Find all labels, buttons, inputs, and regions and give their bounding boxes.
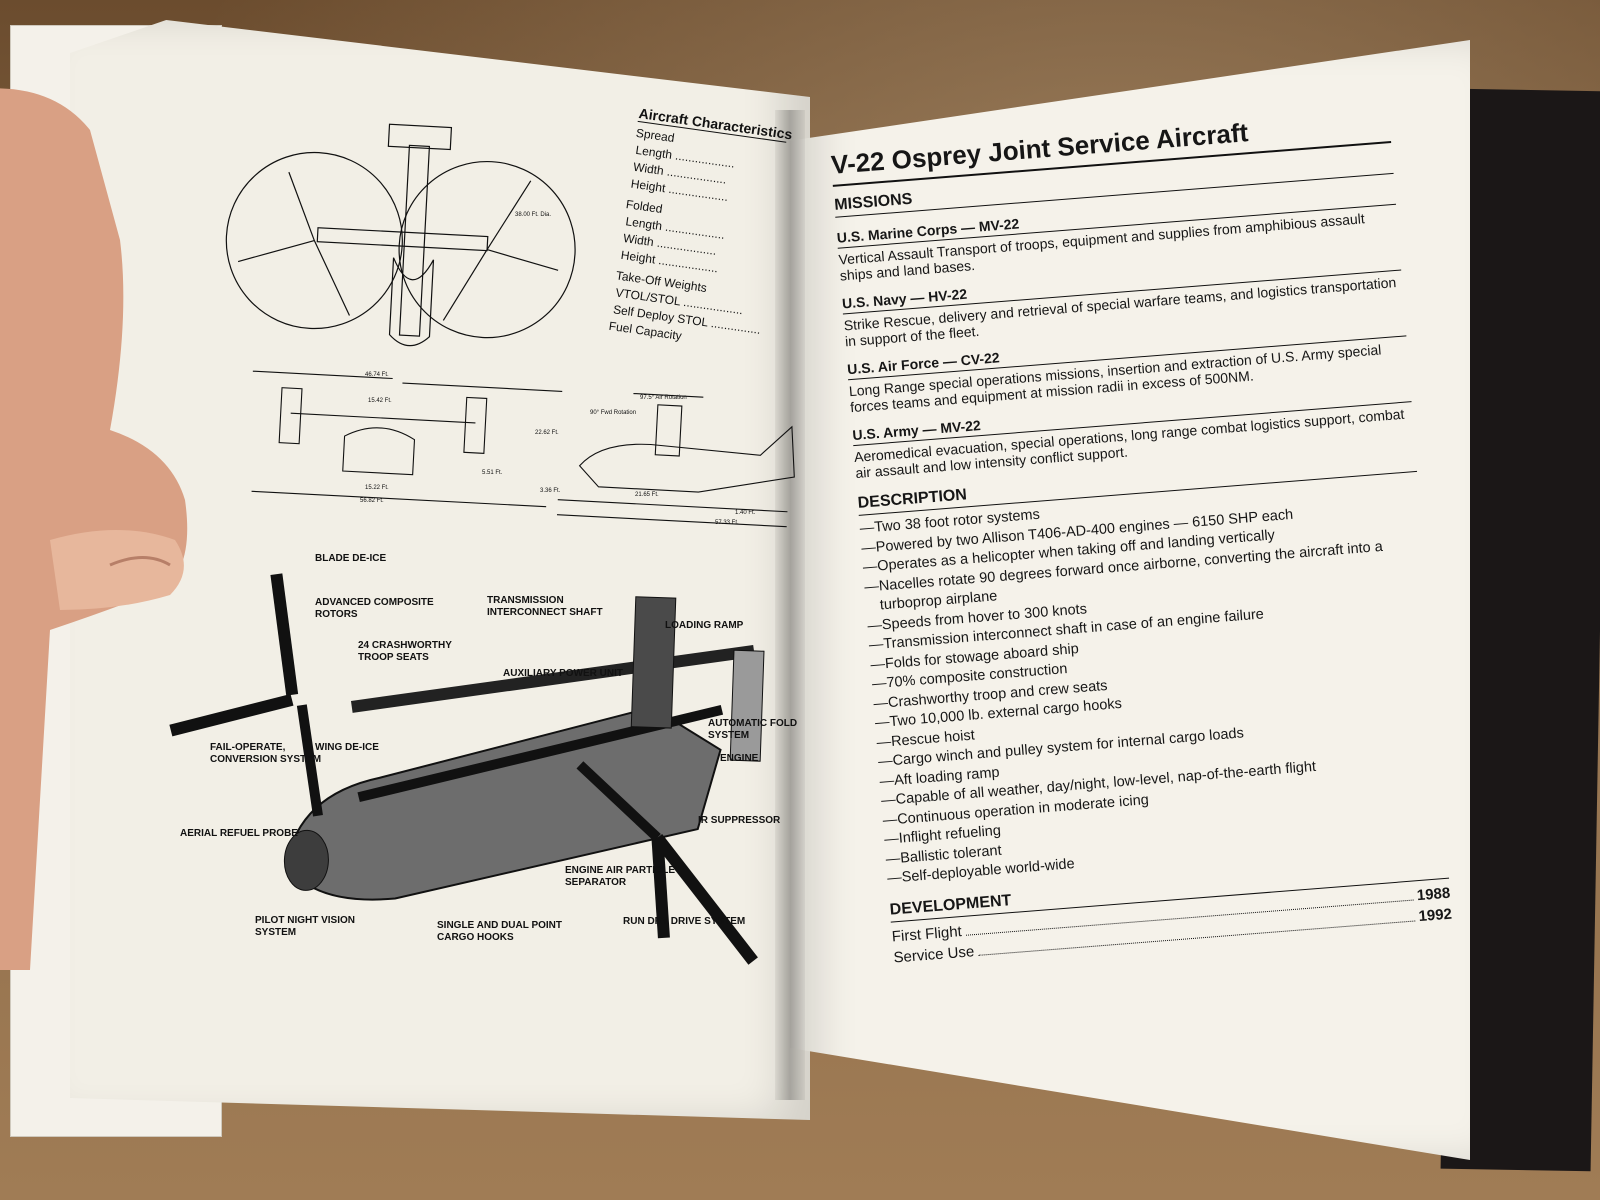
dimension-label: 15.22 Ft. — [365, 485, 389, 491]
callout-label: ENGINE AIR PARTICLE SEPARATOR — [565, 865, 676, 888]
callout-label: SINGLE AND DUAL POINT CARGO HOOKS — [437, 920, 563, 943]
callout-label: WING DE-ICE — [315, 742, 379, 753]
aircraft-info-page: V-22 Osprey Joint Service Aircraft MISSI… — [830, 106, 1453, 968]
left-page — [70, 20, 810, 1120]
callout-label: LOADING RAMP — [665, 620, 744, 631]
dimension-label: 5.51 Ft. — [482, 470, 503, 476]
callout-label: FAIL-OPERATE, CONVERSION SYSTEM — [210, 742, 322, 765]
callout-label: ENGINE — [720, 753, 759, 764]
callout-label: RUN DRY DRIVE SYSTEM — [623, 916, 746, 927]
callout-label: ADVANCED COMPOSITE ROTORS — [315, 597, 434, 620]
dimension-label: 46.74 Ft. — [365, 372, 389, 378]
callout-label: BLADE DE-ICE — [315, 553, 387, 564]
dimension-label: 1.40 Ft. — [735, 510, 756, 516]
callout-label: AERIAL REFUEL PROBE — [180, 828, 298, 839]
book-gutter — [775, 110, 805, 1100]
development-year: 1992 — [1417, 905, 1453, 925]
callout-label: 24 CRASHWORTHY TROOP SEATS — [358, 640, 452, 663]
dimension-label: 15.42 Ft. — [368, 398, 392, 404]
callout-label: AUXILIARY POWER UNIT — [503, 668, 624, 679]
dimension-label: 21.65 Ft. — [635, 492, 659, 498]
dimension-label: 38.00 Ft. Dia. — [515, 212, 552, 218]
callout-label: TRANSMISSION INTERCONNECT SHAFT — [487, 595, 603, 618]
top-view-diagram — [225, 123, 576, 347]
dimension-label: 97.5° Air Rotation — [640, 395, 687, 401]
dimension-label: 57.33 Ft. — [715, 520, 739, 526]
front-view-diagram — [251, 370, 563, 508]
dimension-label: 56.82 Ft. — [360, 498, 384, 504]
side-view-diagram — [556, 392, 795, 528]
aircraft-characteristics: Aircraft Characteristics Spread Length .… — [608, 105, 793, 357]
callout-label: IR SUPPRESSOR — [698, 815, 781, 826]
development-year: 1988 — [1416, 884, 1451, 904]
dimension-label: 22.62 Ft. — [535, 430, 559, 436]
dimension-label: 3.36 Ft. — [540, 488, 561, 494]
hand-holding-book — [0, 88, 188, 970]
right-page — [790, 40, 1470, 1160]
dimension-label: 90° Fwd Rotation — [590, 410, 637, 416]
callout-label: PILOT NIGHT VISION SYSTEM — [255, 915, 356, 938]
cutaway-illustration — [169, 573, 765, 965]
callout-label: AUTOMATIC FOLD SYSTEM — [708, 718, 798, 741]
